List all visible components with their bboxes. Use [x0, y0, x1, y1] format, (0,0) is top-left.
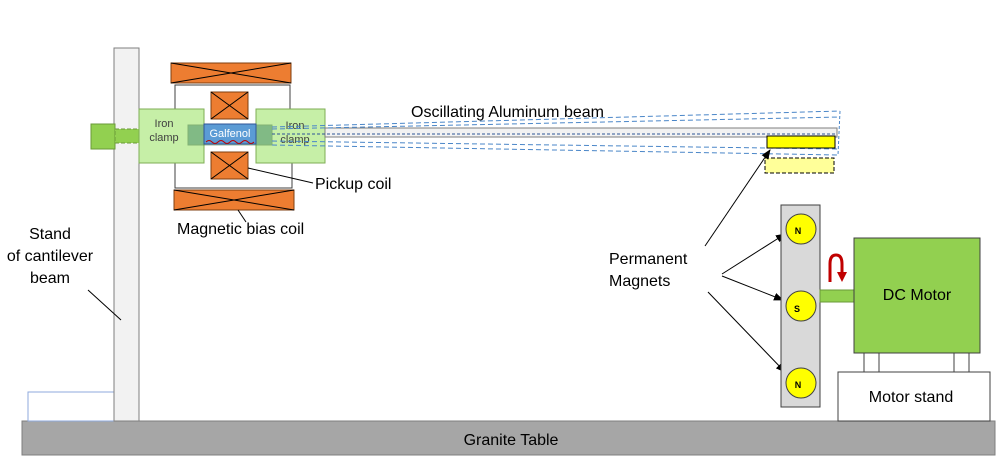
stand-leader	[87, 289, 122, 321]
beam-label: Oscillating Aluminum beam	[411, 104, 604, 121]
iron-clamp-right-label-1: Iron	[286, 120, 305, 132]
cantilever-stand	[113, 47, 140, 422]
motor-leg-right	[953, 352, 970, 373]
magnet-n-bottom-label: N	[795, 380, 802, 390]
rotation-arrow-icon	[828, 253, 844, 282]
bias-coil-frame-bottom	[174, 163, 293, 189]
magnet-n-top-label: N	[795, 226, 802, 236]
oscillation-lower-1	[271, 140, 839, 150]
tip-magnet-displaced	[764, 157, 835, 174]
magnet-s-label: S	[794, 304, 800, 314]
motor-stand	[837, 371, 991, 422]
bias-coil-frame-top	[174, 84, 291, 109]
tip-magnet	[766, 135, 836, 149]
beam-end-block	[90, 123, 116, 150]
pickup-coil-leader	[247, 167, 314, 184]
magnets-label-2: Magnets	[609, 273, 670, 290]
motor-stand-label: Motor stand	[869, 389, 953, 406]
motor-leg-left	[863, 352, 880, 373]
stand-base-block	[27, 391, 115, 422]
oscillation-upper-2	[271, 116, 841, 130]
arrow-to-tip-magnet	[704, 149, 771, 247]
magnet-n-bottom	[785, 367, 817, 399]
stand-label-3: beam	[30, 270, 70, 287]
galfenol-wave	[205, 140, 255, 144]
oscillation-tip	[837, 110, 841, 156]
magnet-s	[785, 290, 817, 322]
bias-coil-label: Magnetic bias coil	[177, 221, 304, 238]
iron-clamp-left-label-2: clamp	[149, 132, 178, 144]
aluminum-beam	[324, 127, 838, 138]
iron-clamp-left-label-1: Iron	[155, 118, 174, 130]
arrow-to-magnet-n-top	[721, 233, 786, 275]
iron-clamp-right-label-2: clamp	[280, 134, 309, 146]
motor-shaft	[819, 289, 855, 303]
granite-table-label: Granite Table	[464, 432, 559, 449]
arrow-to-magnet-n-bottom	[707, 291, 786, 373]
oscillation-lower-2	[271, 144, 839, 156]
stand-label-1: Stand	[29, 226, 71, 243]
bias-coil-leader	[237, 209, 247, 223]
magnets-label-1: Permanent	[609, 251, 688, 268]
beam-through-stand	[114, 128, 141, 144]
oscillation-upper-1	[271, 110, 841, 128]
magnet-n-top	[785, 213, 817, 245]
arrow-to-magnet-s	[721, 275, 784, 301]
dc-motor-label: DC Motor	[883, 287, 952, 304]
granite-table	[21, 420, 996, 456]
stand-label-2: of cantilever	[7, 248, 94, 265]
dc-motor	[853, 237, 981, 354]
galfenol-label: Galfenol	[210, 128, 251, 140]
pickup-coil-label: Pickup coil	[315, 176, 391, 193]
galfenol-strip	[203, 123, 257, 145]
